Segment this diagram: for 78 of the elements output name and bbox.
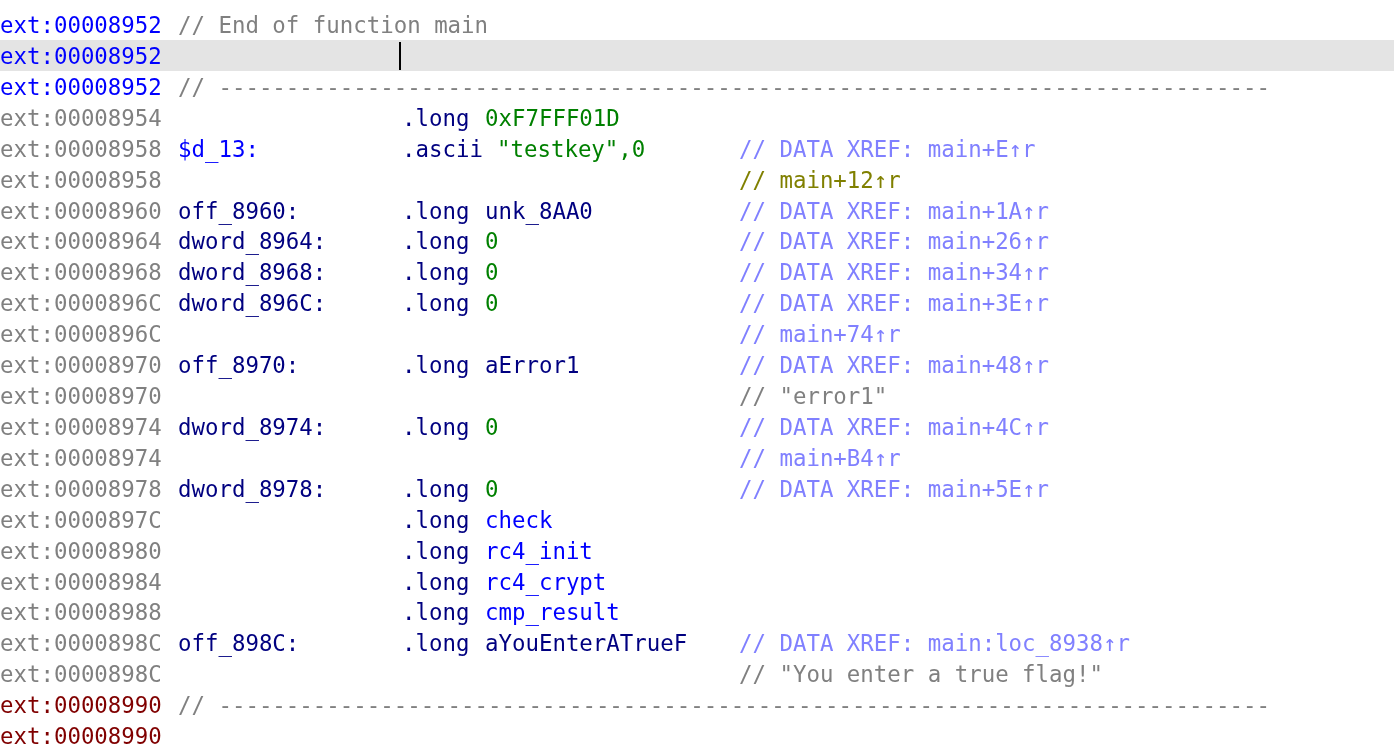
line-address: ext:00008970: [0, 382, 162, 412]
line-address: ext:00008952: [0, 41, 162, 71]
line-address: ext:00008964: [0, 227, 162, 257]
operand: 0: [485, 474, 499, 504]
comment: // "You enter a true flag!": [739, 660, 1103, 690]
line-address: ext:00008990: [0, 722, 162, 745]
line-address: ext:00008954: [0, 103, 162, 133]
operand: rc4_crypt: [485, 567, 607, 597]
symbol-label: $d_13:: [178, 134, 259, 164]
directive: .long: [402, 536, 470, 566]
line-address: ext:00008978: [0, 474, 162, 504]
line-address: ext:00008990: [0, 691, 162, 721]
directive: .long: [402, 505, 470, 535]
line-address: ext:00008974: [0, 412, 162, 442]
symbol-label: dword_8974:: [178, 412, 327, 442]
comment: // DATA XREF: main+34↑r: [739, 258, 1050, 288]
line-address: ext:00008958: [0, 134, 162, 164]
operand: rc4_init: [485, 536, 593, 566]
operand: 0: [485, 289, 499, 319]
comment: // DATA XREF: main+1A↑r: [739, 196, 1050, 226]
directive: .long: [402, 258, 470, 288]
operand: 0: [485, 258, 499, 288]
symbol-label: dword_896C:: [178, 289, 327, 319]
line-address: ext:00008984: [0, 567, 162, 597]
comment: // "error1": [739, 382, 888, 412]
line-address: ext:00008952: [0, 72, 162, 102]
directive: .long: [402, 474, 470, 504]
comment: // DATA XREF: main+5E↑r: [739, 474, 1050, 504]
operand: cmp_result: [485, 598, 620, 628]
comment: // DATA XREF: main+4C↑r: [739, 412, 1050, 442]
line-address: ext:00008970: [0, 351, 162, 381]
separator-comment: // ------------------------------------------------------------------------------: [178, 72, 1270, 102]
symbol-label: dword_8968:: [178, 258, 327, 288]
line-address: ext:00008960: [0, 196, 162, 226]
line-address: ext:0000898C: [0, 629, 162, 659]
directive: .long: [402, 289, 470, 319]
directive: .long: [402, 103, 470, 133]
operand: aYouEnterATrueF: [485, 629, 688, 659]
comment: // main+B4↑r: [739, 443, 901, 473]
line-address: ext:0000898C: [0, 660, 162, 690]
line-address: ext:00008988: [0, 598, 162, 628]
operand: "testkey",0: [497, 134, 646, 164]
line-address: ext:0000897C: [0, 505, 162, 535]
operand: check: [485, 505, 553, 535]
line-address: ext:0000896C: [0, 320, 162, 350]
line-address: ext:00008952: [0, 11, 162, 40]
operand: 0: [485, 227, 499, 257]
comment: // DATA XREF: main+E↑r: [739, 134, 1036, 164]
directive: .ascii: [402, 134, 483, 164]
line-address: ext:00008968: [0, 258, 162, 288]
symbol-label: off_898C:: [178, 629, 300, 659]
directive: .long: [402, 227, 470, 257]
comment: // main+12↑r: [739, 165, 901, 195]
comment: // main+74↑r: [739, 320, 901, 350]
operand: aError1: [485, 351, 580, 381]
line-address: ext:00008980: [0, 536, 162, 566]
directive: .long: [402, 196, 470, 226]
operand: 0: [485, 412, 499, 442]
symbol-label: off_8960:: [178, 196, 300, 226]
line-address: ext:00008974: [0, 443, 162, 473]
directive: .long: [402, 598, 470, 628]
symbol-label: dword_8978:: [178, 474, 327, 504]
comment: // DATA XREF: main+26↑r: [739, 227, 1050, 257]
comment: // DATA XREF: main+3E↑r: [739, 289, 1050, 319]
operand: unk_8AA0: [485, 196, 593, 226]
comment: // End of function main: [178, 11, 489, 40]
line-address: ext:0000896C: [0, 289, 162, 319]
symbol-label: off_8970:: [178, 351, 300, 381]
directive: .long: [402, 629, 470, 659]
symbol-label: dword_8964:: [178, 227, 327, 257]
operand: 0xF7FFF01D: [485, 103, 620, 133]
directive: .long: [402, 412, 470, 442]
comment: // DATA XREF: main:loc_8938↑r: [739, 629, 1130, 659]
directive: .long: [402, 351, 470, 381]
directive: .long: [402, 567, 470, 597]
line-address: ext:00008958: [0, 165, 162, 195]
separator-comment: // ------------------------------------------------------------------------------: [178, 691, 1270, 721]
comment: // DATA XREF: main+48↑r: [739, 351, 1050, 381]
